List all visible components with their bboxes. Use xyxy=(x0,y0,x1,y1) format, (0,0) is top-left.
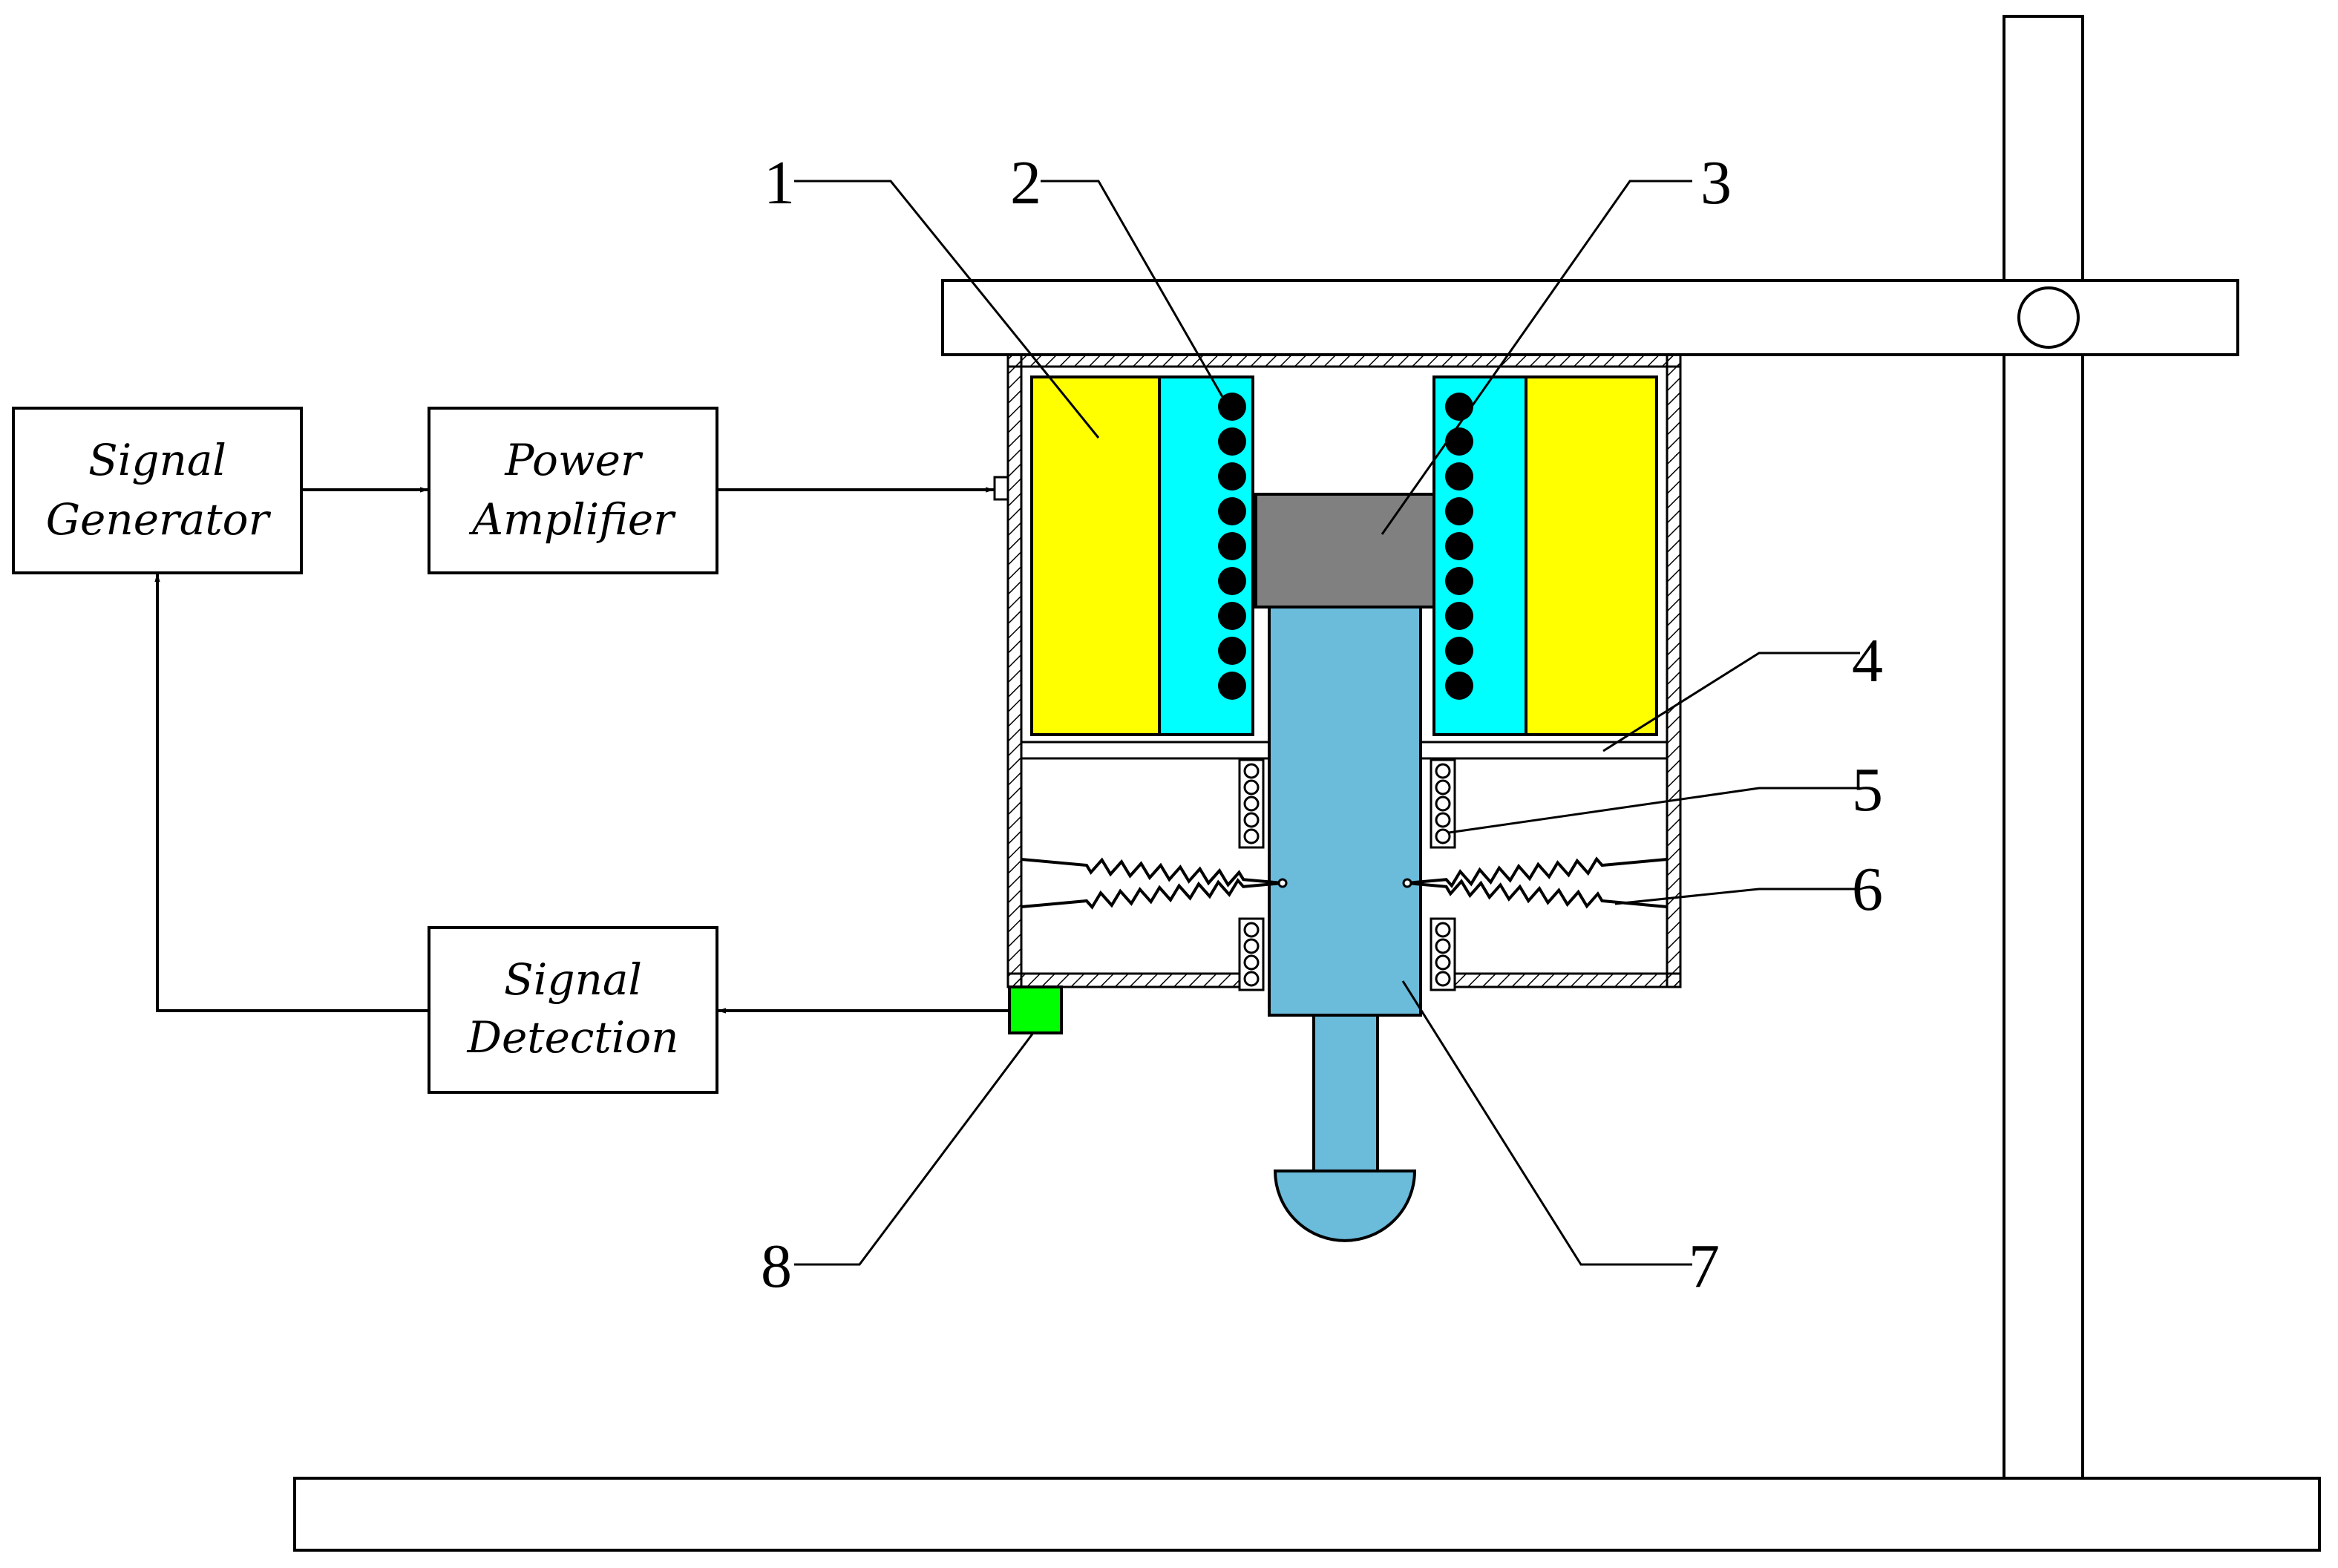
power-amplifier-line2: Amplifier xyxy=(468,494,676,545)
bearing-ball xyxy=(1435,828,1451,844)
coil-wire-left xyxy=(1218,497,1246,525)
leader-5 xyxy=(1448,787,1860,834)
coil-wire-right xyxy=(1445,637,1473,665)
spring-right-top xyxy=(1407,856,1668,888)
armature xyxy=(1254,493,1435,608)
label-2: 2 xyxy=(1010,148,1041,217)
shaft xyxy=(1268,606,1422,1017)
bearing-ball xyxy=(1435,779,1451,796)
signal-generator-line2: Generator xyxy=(46,494,272,545)
spring-pin-right xyxy=(1402,878,1412,888)
bearing-ball xyxy=(1435,954,1451,971)
bearing-ball xyxy=(1243,828,1260,844)
coil-wire-right xyxy=(1445,567,1473,595)
bearing-ball xyxy=(1243,779,1260,796)
coil-wire-right xyxy=(1445,497,1473,525)
bearings xyxy=(1238,758,1456,991)
stand-pole xyxy=(2003,15,2084,1480)
coil-wire-right xyxy=(1445,427,1473,456)
bearing-ball xyxy=(1435,812,1451,828)
spring-left-top xyxy=(1021,857,1283,888)
power-amplifier-block: Power Amplifier xyxy=(428,407,718,574)
bearing-ball xyxy=(1243,971,1260,987)
part-numbers: 1 2 3 4 5 6 7 8 xyxy=(761,148,1883,1301)
label-1: 1 xyxy=(764,148,795,217)
label-5: 5 xyxy=(1852,755,1883,824)
label-6: 6 xyxy=(1852,855,1883,924)
magnet-left xyxy=(1030,375,1161,736)
leader-8 xyxy=(794,1032,1035,1266)
bearing-ball xyxy=(1243,938,1260,954)
vibration-sensor xyxy=(1008,985,1063,1034)
stand xyxy=(293,15,2321,1552)
bearing-ball xyxy=(1435,922,1451,938)
coil-wire-left xyxy=(1218,567,1246,595)
signal-detection-line2: Detection xyxy=(466,1012,678,1063)
bearing-ball xyxy=(1243,796,1260,812)
leader-4 xyxy=(1602,652,1860,752)
bearing-ball xyxy=(1435,938,1451,954)
label-8: 8 xyxy=(761,1232,792,1301)
springs xyxy=(1021,856,1668,910)
rod-tip xyxy=(1273,1170,1417,1242)
coil-windings xyxy=(1218,393,1473,700)
spring-pin-left xyxy=(1277,878,1288,888)
coil-wire-left xyxy=(1218,462,1246,491)
signal-arrows xyxy=(154,487,1009,1014)
label-3: 3 xyxy=(1700,148,1732,217)
bearing-ball xyxy=(1243,812,1260,828)
coil-wire-right xyxy=(1445,393,1473,421)
bearing-ball xyxy=(1243,922,1260,938)
power-amplifier-line1: Power xyxy=(504,435,644,485)
bearing-ball xyxy=(1435,796,1451,812)
coil-wire-right xyxy=(1445,672,1473,700)
input-connector xyxy=(993,476,1009,501)
bearing-ball xyxy=(1243,954,1260,971)
bearing-ball xyxy=(1243,763,1260,779)
signal-generator-block: Signal Generator xyxy=(12,407,303,574)
coil-wire-left xyxy=(1218,672,1246,700)
leader-3 xyxy=(1381,180,1692,535)
leader-7 xyxy=(1401,980,1692,1266)
rod xyxy=(1312,1014,1379,1174)
coil-wire-left xyxy=(1218,637,1246,665)
arm-clamp xyxy=(2017,286,2080,349)
label-4: 4 xyxy=(1852,626,1883,695)
bearing-ball xyxy=(1435,971,1451,987)
stand-base xyxy=(293,1477,2321,1552)
coil-wire-left xyxy=(1218,427,1246,456)
signal-detection-line1: Signal xyxy=(504,954,642,1005)
coil-wire-right xyxy=(1445,532,1473,560)
leader-1 xyxy=(794,180,1100,439)
label-7: 7 xyxy=(1689,1232,1720,1301)
magnet-right xyxy=(1525,375,1658,736)
leader-2 xyxy=(1041,180,1226,401)
signal-detection-block: Signal Detection xyxy=(428,926,718,1094)
coil-wire-right xyxy=(1445,462,1473,491)
spring-left-bottom xyxy=(1021,878,1283,910)
bearing-ball xyxy=(1435,763,1451,779)
signal-generator-line1: Signal xyxy=(88,435,226,485)
coil-wire-right xyxy=(1445,602,1473,630)
leader-6 xyxy=(1614,888,1860,905)
coil-wire-left xyxy=(1218,532,1246,560)
arrow-detection-to-gen xyxy=(154,573,429,1012)
coil-wire-left xyxy=(1218,602,1246,630)
spring-right-bottom xyxy=(1407,879,1668,909)
leader-lines xyxy=(794,180,1860,1266)
